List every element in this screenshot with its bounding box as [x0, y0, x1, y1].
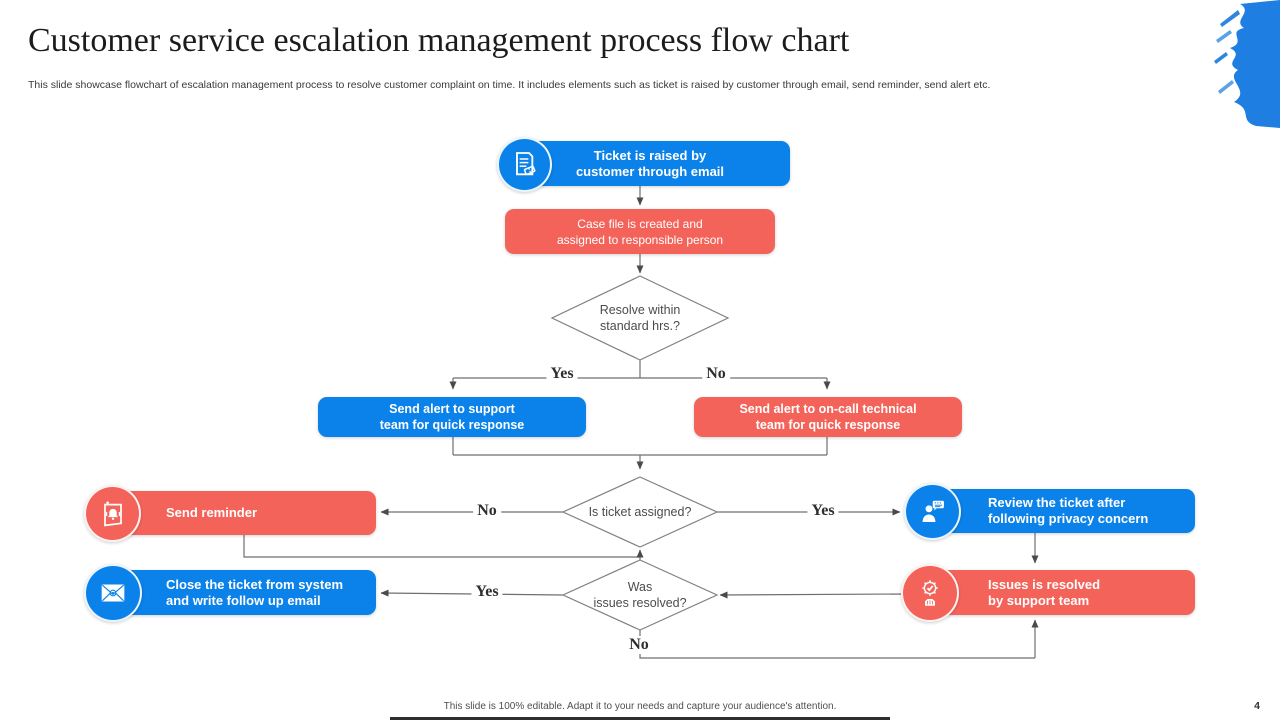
- brush-stroke-graphic: [1214, 0, 1280, 128]
- node-send-reminder: Send reminder: [108, 491, 376, 535]
- decision-issues-resolved-label: Was issues resolved?: [593, 580, 687, 610]
- close-ticket-icon-circle: [84, 564, 142, 622]
- review-person-icon: [922, 500, 944, 522]
- node-case-file-label: Case file is created and assigned to res…: [556, 216, 724, 247]
- bottom-edge-line: [390, 717, 890, 720]
- edge-label-assigned-no: No: [473, 502, 501, 520]
- node-alert-support: Send alert to support team for quick res…: [318, 397, 586, 437]
- page-title: Customer service escalation management p…: [28, 22, 850, 59]
- node-alert-oncall: Send alert to on-call technical team for…: [694, 397, 962, 437]
- node-ticket-raised: Ticket is raised by customer through ema…: [510, 141, 790, 186]
- edge-label-assigned-yes: Yes: [807, 502, 839, 520]
- ticket-document-icon: [515, 151, 535, 175]
- edge-label-resolve-no: No: [702, 365, 730, 383]
- node-alert-oncall-label: Send alert to on-call technical team for…: [739, 402, 917, 432]
- send-reminder-icon-circle: [84, 485, 141, 542]
- ticket-raised-icon-circle: [497, 137, 552, 192]
- page-number: 4: [1254, 700, 1260, 712]
- review-ticket-icon-circle: [904, 483, 961, 540]
- footer-note: This slide is 100% editable. Adapt it to…: [443, 701, 837, 712]
- node-ticket-raised-label: Ticket is raised by customer through ema…: [575, 147, 725, 179]
- node-review-ticket-label: Review the ticket after following privac…: [988, 495, 1149, 526]
- edge-label-resolved-no: No: [625, 636, 653, 654]
- node-send-reminder-label: Send reminder: [166, 505, 258, 520]
- node-review-ticket: Review the ticket after following privac…: [930, 489, 1195, 533]
- node-alert-support-label: Send alert to support team for quick res…: [379, 402, 525, 432]
- decision-resolve-within-label: Resolve within standard hrs.?: [599, 303, 681, 333]
- node-issues-resolved: Issues is resolved by support team: [930, 570, 1195, 615]
- resolved-gear-hand-icon: [922, 580, 938, 606]
- reminder-bell-icon: [103, 500, 122, 526]
- email-envelope-icon: [101, 584, 125, 602]
- issues-resolved-icon-circle: [901, 564, 959, 622]
- node-close-ticket: Close the ticket from system and write f…: [108, 570, 376, 615]
- node-issues-resolved-label: Issues is resolved by support team: [988, 576, 1101, 608]
- slide-subtitle: This slide showcase flowchart of escalat…: [28, 79, 991, 91]
- edge-label-resolve-yes: Yes: [546, 365, 578, 383]
- node-case-file: Case file is created and assigned to res…: [505, 209, 775, 254]
- node-close-ticket-label: Close the ticket from system and write f…: [166, 576, 344, 608]
- edge-label-resolved-yes: Yes: [471, 583, 503, 601]
- decision-ticket-assigned-label: Is ticket assigned?: [588, 505, 692, 519]
